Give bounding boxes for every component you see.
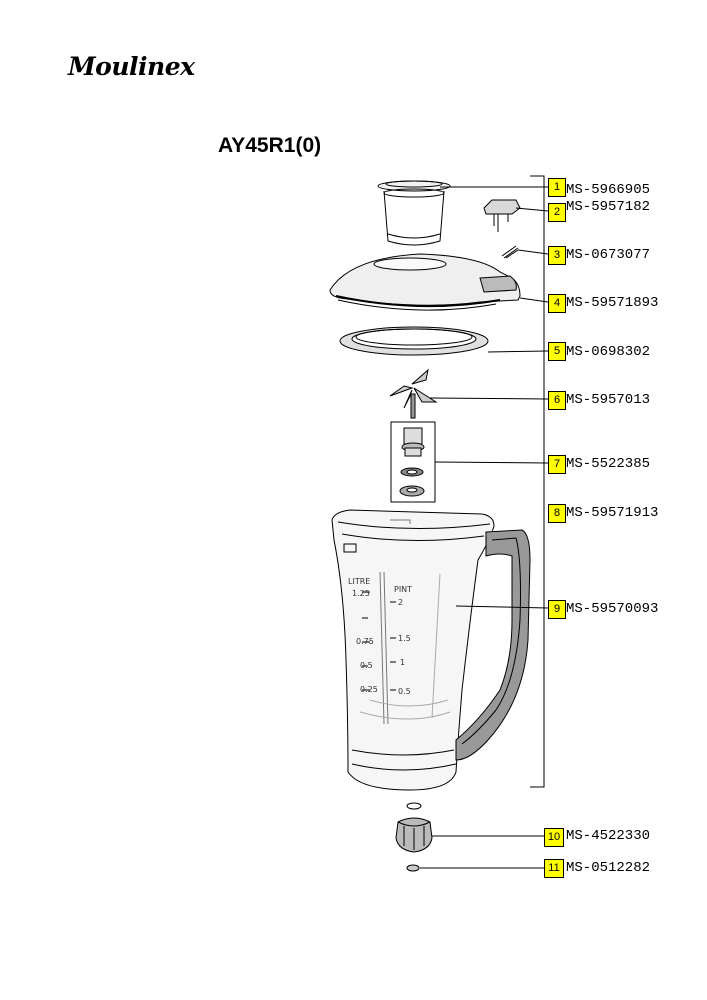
part-code: MS-0698302 — [566, 344, 651, 360]
part-number-badge: 11 — [544, 859, 564, 878]
brand-logo: Moulinex — [68, 52, 195, 81]
lid-clip-drawing — [483, 199, 521, 232]
litre-scale-ticks — [362, 591, 370, 691]
leader-lines — [420, 186, 549, 869]
litre-mark: 1.25 — [352, 589, 370, 598]
part-number-badge: 7 — [548, 455, 566, 474]
litre-mark: 0.25 — [360, 685, 378, 694]
part-number-badge: 6 — [548, 391, 566, 410]
blade-drawing — [389, 368, 438, 419]
pint-scale-ticks — [390, 601, 396, 691]
pint-mark: 0.5 — [398, 687, 411, 696]
part-code: MS-4522330 — [566, 828, 651, 844]
pint-mark: 1 — [400, 658, 405, 667]
model-title: AY45R1(0) — [218, 134, 322, 157]
part-code: MS-0512282 — [566, 860, 651, 876]
measuring-cap-drawing — [377, 180, 451, 246]
seal-ring-drawing — [339, 326, 489, 356]
part-code: MS-5957182 — [566, 199, 651, 215]
part-code: MS-59571893 — [566, 295, 659, 311]
part-number-badge: 5 — [548, 342, 566, 361]
litre-mark: 0.5 — [360, 661, 373, 670]
coupler-drawing — [395, 802, 433, 853]
part-number-badge: 3 — [548, 246, 566, 265]
pint-mark: 1.5 — [398, 634, 411, 643]
part-group-bracket — [530, 175, 545, 788]
part-code: MS-59571913 — [566, 505, 659, 521]
part-code: MS-0673077 — [566, 247, 651, 263]
part-number-badge: 8 — [548, 504, 566, 523]
part-code: MS-5966905 — [566, 182, 651, 198]
spring-drawing — [501, 245, 519, 259]
nut-drawing — [406, 864, 420, 872]
part-number-badge: 4 — [548, 294, 566, 313]
lid-drawing — [329, 253, 521, 311]
litre-mark: 0.75 — [356, 637, 374, 646]
pint-label: PINT — [394, 585, 412, 594]
part-number-badge: 1 — [548, 178, 566, 197]
part-code: MS-59570093 — [566, 601, 659, 617]
part-code: MS-5522385 — [566, 456, 651, 472]
part-number-badge: 9 — [548, 600, 566, 619]
shaft-assembly-drawing — [390, 421, 436, 503]
litre-label: LITRE — [348, 577, 370, 586]
part-code: MS-5957013 — [566, 392, 651, 408]
part-number-badge: 10 — [544, 828, 564, 847]
pint-mark: 2 — [398, 598, 403, 607]
jug-drawing — [331, 509, 531, 791]
part-number-badge: 2 — [548, 203, 566, 222]
